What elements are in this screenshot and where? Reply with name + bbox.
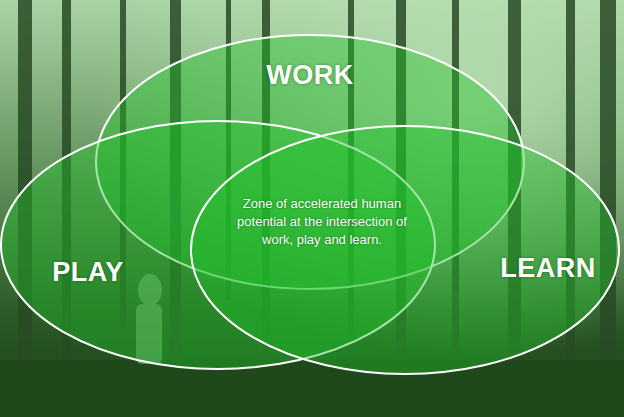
- ellipse-shape: [191, 126, 619, 374]
- set-title: PLAY: [52, 257, 124, 288]
- set-title: WORK: [266, 60, 353, 91]
- zone-note: Zone of accelerated human potential at t…: [227, 195, 417, 249]
- ellipse-outline: [190, 125, 620, 375]
- set-title: LEARN: [500, 253, 596, 284]
- venn-ellipse: LEARN: [190, 125, 620, 375]
